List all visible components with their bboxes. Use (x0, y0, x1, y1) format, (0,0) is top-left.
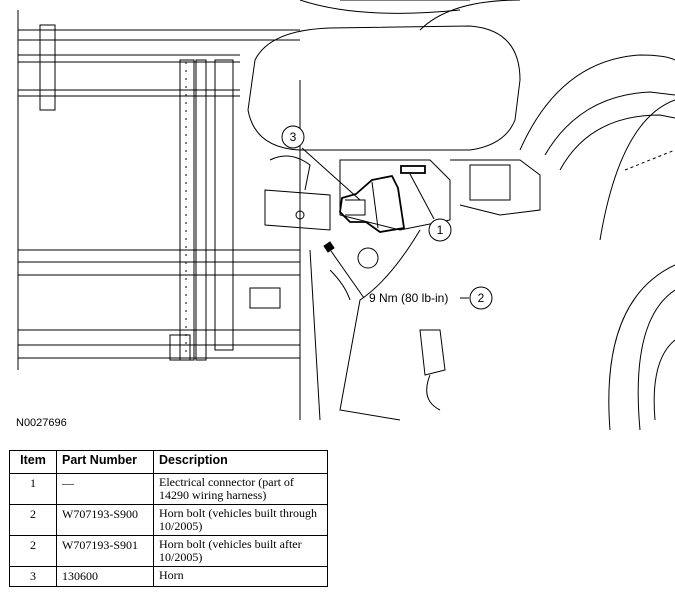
torque-label: 9 Nm (80 lb-in) (369, 291, 448, 305)
horn-installation-illustration: 3 1 2 9 Nm (80 lb-in) (17, 0, 675, 431)
table-row: 2 W707193-S901 Horn bolt (vehicles built… (9, 535, 328, 567)
cell-item: 1 (9, 473, 57, 505)
figure-id: N0027696 (16, 417, 67, 429)
callout-3: 3 (281, 125, 305, 149)
svg-text:2: 2 (478, 291, 485, 305)
callout-1-leader (409, 173, 435, 220)
svg-text:1: 1 (437, 223, 444, 237)
callout-2: 2 (469, 286, 493, 310)
callout-1: 1 (428, 218, 452, 242)
callout-2-leader (330, 250, 365, 299)
table-row: 1 — Electrical connector (part of 14290 … (9, 473, 328, 505)
tire (608, 149, 675, 431)
cell-part-number: W707193-S901 (56, 535, 154, 567)
cell-description: Horn (153, 566, 328, 587)
electrical-connector (400, 165, 426, 174)
cell-description: Horn bolt (vehicles built through 10/200… (153, 504, 328, 536)
cell-item: 3 (9, 566, 57, 587)
parts-table: Item Part Number Description 1 — Electri… (9, 450, 328, 587)
cell-description: Horn bolt (vehicles built after 10/2005) (153, 535, 328, 567)
header-item: Item (9, 450, 57, 474)
cell-item: 2 (9, 504, 57, 536)
table-row: 2 W707193-S900 Horn bolt (vehicles built… (9, 504, 328, 536)
table-header-row: Item Part Number Description (9, 450, 328, 474)
cell-description: Electrical connector (part of 14290 wiri… (153, 473, 328, 505)
cell-item: 2 (9, 535, 57, 567)
cell-part-number: W707193-S900 (56, 504, 154, 536)
callout-3-leader (301, 147, 361, 201)
header-description: Description (153, 450, 328, 474)
fender (519, 54, 675, 241)
mounting-bracket (264, 155, 541, 421)
upper-housing (247, 0, 521, 151)
horn (339, 174, 406, 233)
horn-bolt (323, 241, 335, 253)
radiator-support (17, 10, 321, 421)
cell-part-number: — (56, 473, 154, 505)
header-part-number: Part Number (56, 450, 154, 474)
svg-text:3: 3 (290, 130, 297, 144)
table-row: 3 130600 Horn (9, 566, 328, 587)
cell-part-number: 130600 (56, 566, 154, 587)
